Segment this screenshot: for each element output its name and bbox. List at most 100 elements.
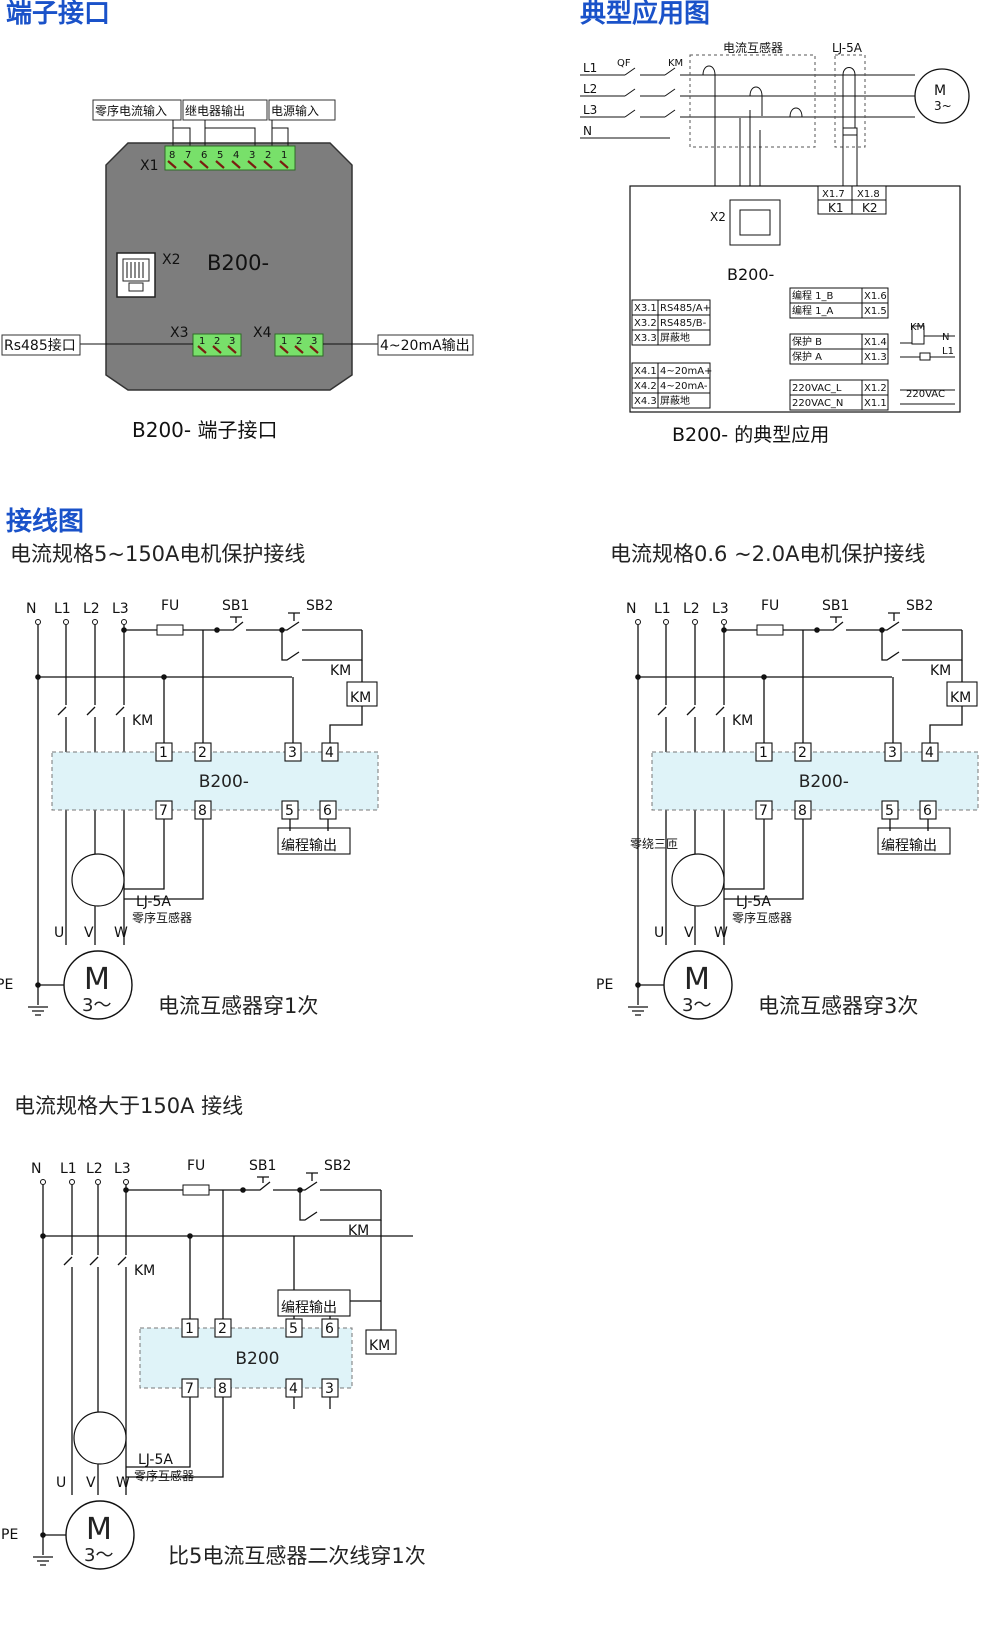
app-lj-core [842, 127, 858, 136]
prog-leads [289, 819, 329, 831]
x1-pin-number: 2 [265, 150, 271, 161]
app-k-top-1: X1.7 [822, 189, 845, 200]
table-cell-text: 4~20mA- [660, 381, 708, 392]
table-cell-text: X4.1 [634, 366, 657, 377]
prog-output-box-text: 编程输出 [281, 1300, 337, 1316]
app-x2-socket [739, 209, 771, 236]
app-vac-lines [900, 389, 955, 405]
junction-dot [240, 1187, 246, 1193]
x1-screw [167, 160, 177, 169]
km-coil-text: KM [350, 690, 371, 706]
app-ct-label: 电流互感器 [723, 40, 783, 55]
terminal-pin-text: 6 [923, 803, 932, 819]
fuse [182, 1184, 210, 1196]
sb2-label: SB2 [306, 598, 333, 614]
device-box [139, 1327, 353, 1389]
x1-screw [263, 160, 273, 169]
label-phase: L2 [83, 601, 100, 617]
app-ct-leads [714, 95, 761, 200]
terminal-pin-text: 1 [759, 745, 768, 761]
fuse [756, 624, 784, 636]
junction-dot [814, 627, 820, 633]
group-label-relay: 继电器输出 [185, 103, 245, 118]
device-box [651, 751, 979, 811]
km-contact [63, 1256, 73, 1266]
x1-terminal-block [164, 145, 296, 171]
supply-terminal [692, 619, 698, 625]
uvw-label: U [654, 925, 664, 941]
table-cell-text: RS485/B- [660, 318, 707, 329]
app-lj-loop [842, 67, 856, 130]
supply-terminal [721, 619, 727, 625]
km-coil [346, 681, 378, 707]
zero-sequence-ct [71, 853, 125, 907]
pe-label: PE [1, 1527, 18, 1543]
table-cell-text: 220VAC_N [792, 398, 843, 409]
terminal-pin-text: 2 [798, 745, 807, 761]
km-contact [115, 706, 125, 716]
table-cell [657, 392, 711, 409]
x1-screw [231, 160, 241, 169]
x1-pin-number: 6 [201, 150, 207, 161]
supply-terminal [635, 619, 641, 625]
prog-leads [293, 1397, 331, 1409]
app-fuse [919, 352, 931, 361]
terminal-pin-text: 7 [159, 803, 168, 819]
table-cell-text: 220VAC_L [792, 383, 842, 394]
table-cell-text: X3.2 [634, 318, 657, 329]
terminal-pin-text: 1 [159, 745, 168, 761]
terminal-pin-text: 4 [925, 745, 934, 761]
x4-terminal-block [274, 333, 324, 357]
km-coil [365, 1329, 397, 1355]
x3-terminal-block [192, 333, 242, 357]
supply-terminal [40, 1179, 46, 1185]
km-main-label: KM [732, 713, 753, 729]
app-lj-dashed-box [834, 54, 866, 148]
uvw-label: U [56, 1475, 66, 1491]
junction-dot [279, 627, 285, 633]
label-phase: L3 [712, 601, 729, 617]
app-lj-leads [842, 135, 858, 186]
pe-label: PE [0, 977, 13, 993]
terminal-pin-text: 4 [325, 745, 334, 761]
supply-terminal [123, 1179, 129, 1185]
table-cell-text: X1.5 [864, 306, 887, 317]
pin-number: 2 [296, 336, 302, 347]
lj-label: LJ-5A [136, 894, 171, 910]
rs485-port-label: Rs485接口 [4, 337, 76, 354]
fu-label: FU [187, 1158, 205, 1174]
device-label: B200- [199, 772, 249, 792]
pin-screw [309, 345, 319, 354]
ct-leads [126, 1397, 224, 1478]
supply-terminal [63, 619, 69, 625]
zero-sequence-ct [73, 1411, 127, 1465]
junction-dot [297, 1187, 303, 1193]
prog-output-box [277, 1289, 351, 1317]
label-n: N [26, 601, 36, 617]
km-contact [657, 706, 667, 716]
bracket-power [271, 120, 289, 146]
application-panel: L1 L2 L3 N QF KM 电流互感器 LJ-5A M 3~ X2 B20… [580, 40, 970, 446]
table-cell-text: X1.6 [864, 291, 887, 302]
terminal-pin-text: 8 [198, 803, 207, 819]
table-cell-text: 屏蔽地 [660, 394, 690, 407]
ct-label: 零序互感器 [132, 910, 192, 925]
terminal-pin-text: 8 [218, 1381, 227, 1397]
app-ct-dashed-box [689, 54, 816, 148]
terminal-pin-text: 5 [289, 1321, 298, 1337]
junction-dot [161, 674, 167, 680]
uvw-label: W [714, 925, 728, 941]
x2-rj-latch [128, 282, 144, 292]
terminal-pin-text: 8 [798, 803, 807, 819]
label-phase: L3 [114, 1161, 131, 1177]
km-hold-label: KM [348, 1223, 369, 1239]
label-phase: L2 [86, 1161, 103, 1177]
uvw-label: V [84, 925, 94, 941]
terminal-pin-text: 3 [888, 745, 897, 761]
lj-label: LJ-5A [138, 1452, 173, 1468]
application-caption: B200- 的典型应用 [672, 424, 829, 446]
